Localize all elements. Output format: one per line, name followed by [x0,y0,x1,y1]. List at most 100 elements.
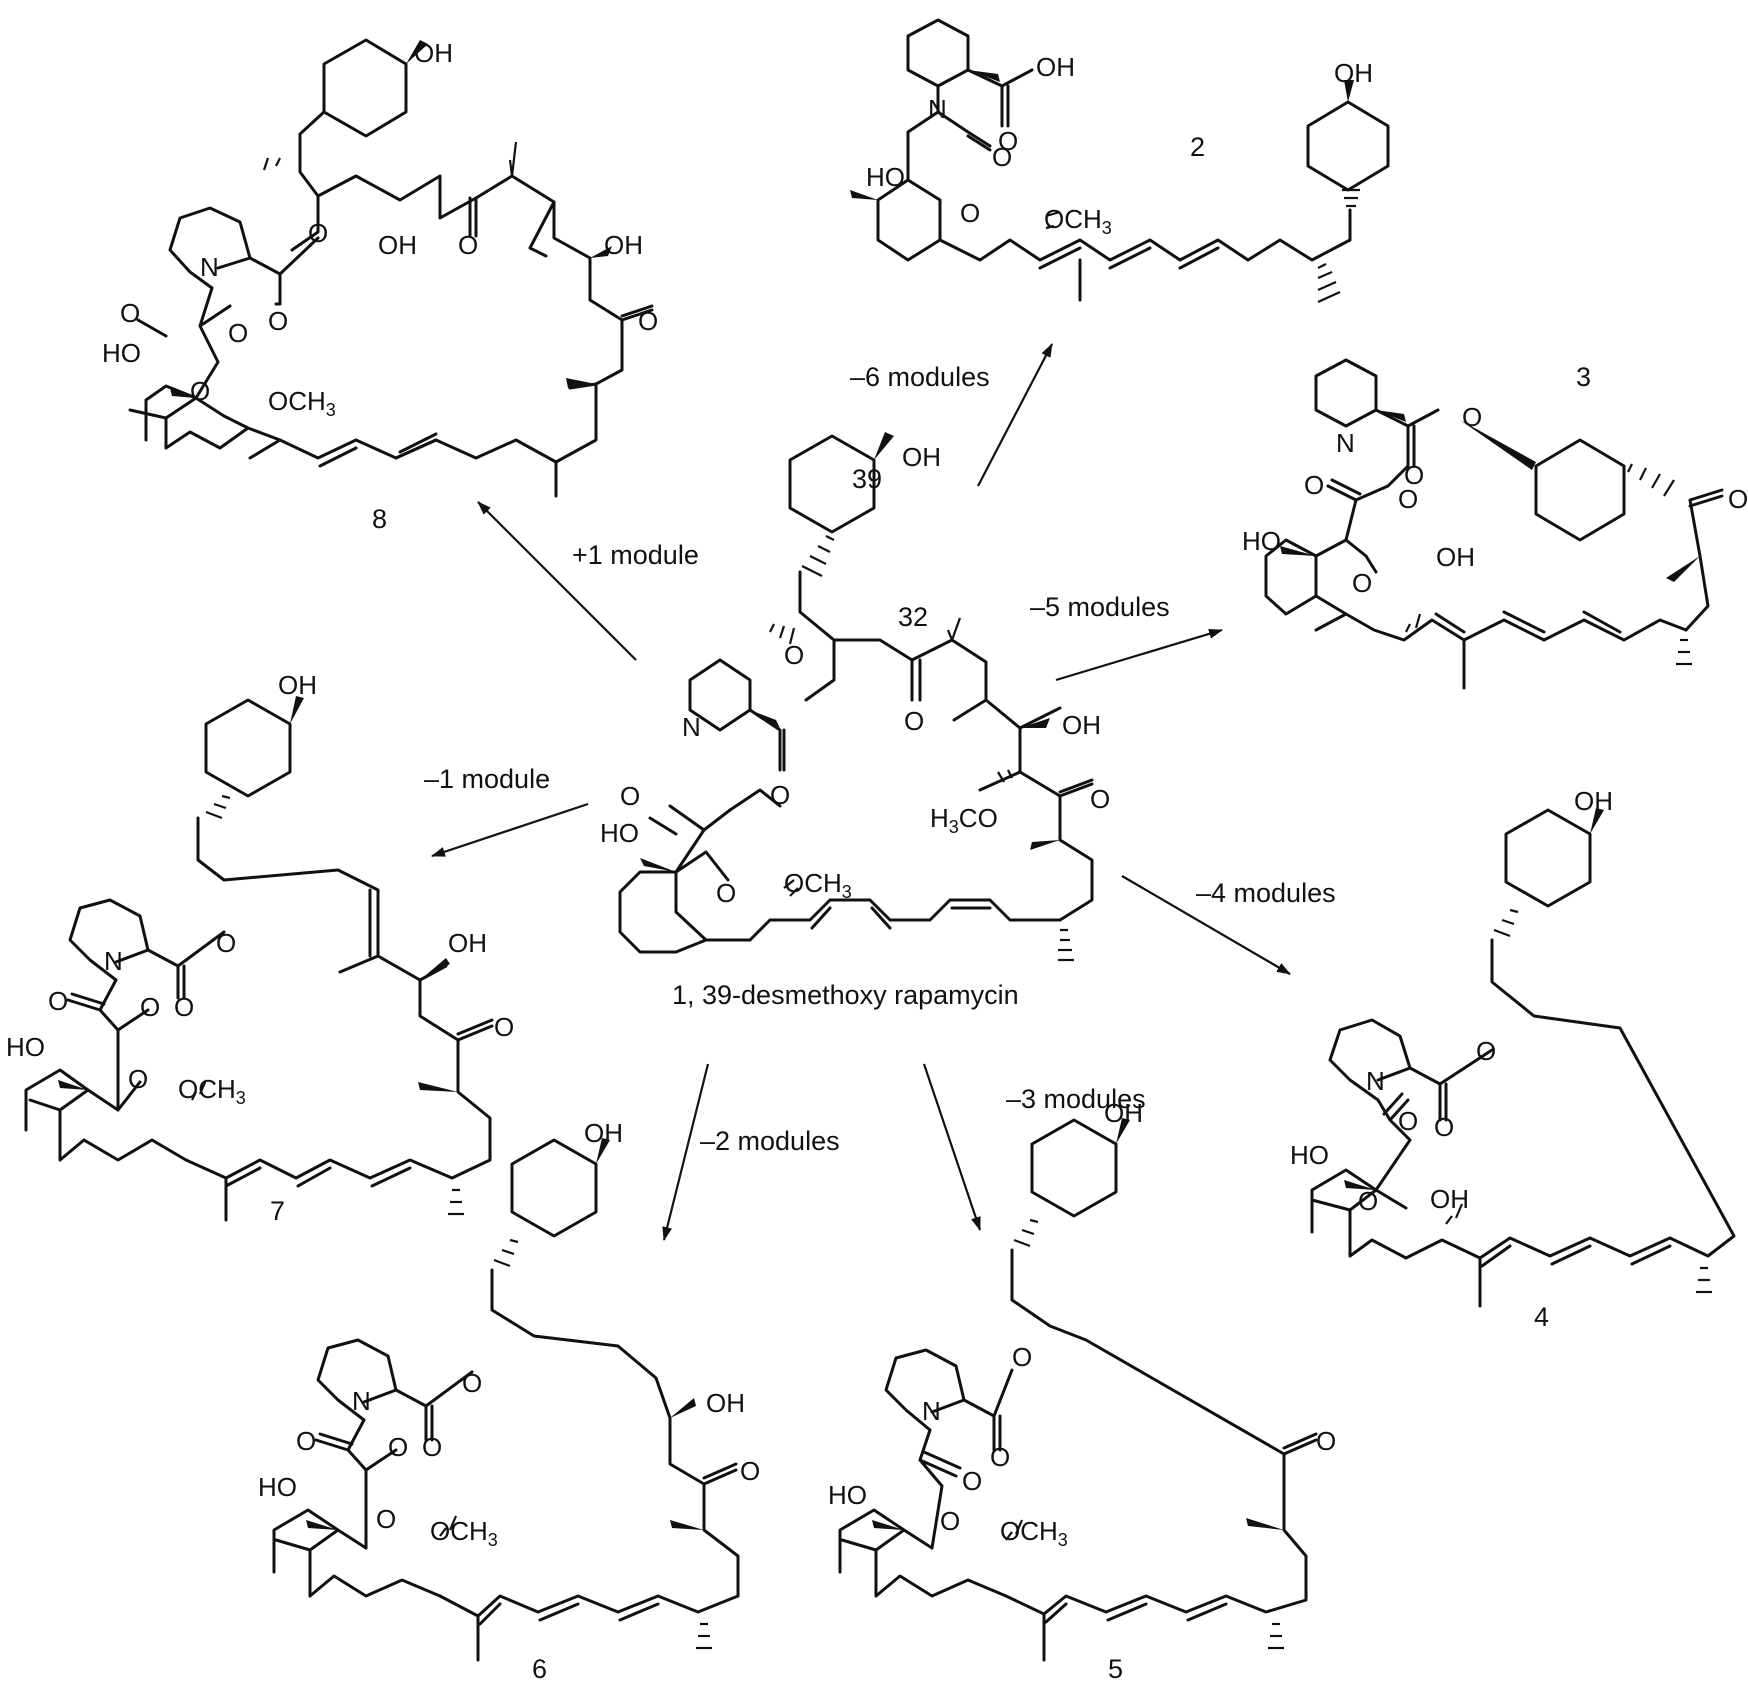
o-label: O [1404,460,1424,490]
oh-label: OH [706,1388,745,1418]
o-label: O [1434,1112,1454,1142]
o-label: O [308,218,328,248]
oh-label: OH [1574,786,1613,816]
o-label: O [992,142,1012,172]
n-label: N [1336,428,1355,458]
oh-label: OH [604,230,643,260]
compound-5-number: 5 [1108,1654,1123,1681]
o-label: O [998,126,1018,156]
compound-7-number: 7 [270,1196,285,1226]
oh-label: OH [1430,1184,1469,1214]
n-label: N [104,946,123,976]
o-label: O [716,878,736,908]
o-label: O [1398,484,1418,514]
o-label: O [140,992,160,1022]
compound-7-structure [24,696,494,1222]
o-label: O [174,992,194,1022]
oh-label: OH [1062,710,1101,740]
compound-8-labels: OH OH O OH O O O N O O HO O OCH3 8 [102,38,658,534]
compound-5-structure [838,1118,1318,1662]
o-label: O [494,1012,514,1042]
o-label: O [458,230,478,260]
reaction-arrows [431,343,1291,1241]
o-label: O [638,306,658,336]
o-label: O [1728,484,1748,514]
n-label: N [1366,1066,1385,1096]
oh-label: OH [902,442,941,472]
h3co-label: H3CO [930,803,998,837]
label-minus6: –6 modules [850,362,990,392]
arrow-minus4 [1121,875,1291,975]
arrow-labels: +1 module –6 modules –5 modules –1 modul… [424,362,1336,1156]
o-label: O [128,1064,148,1094]
arrow-plus1 [477,501,637,661]
arrow-minus1 [431,802,589,858]
ho-label: HO [102,338,141,368]
compound-2-structure [850,18,1390,304]
o-label: O [268,306,288,336]
o-label: O [1462,402,1482,432]
compound-3-number: 3 [1576,362,1591,392]
oh-label: OH [1334,58,1373,88]
o-label: O [120,298,140,328]
oh-label: OH [1036,52,1075,82]
ho-label: HO [258,1472,297,1502]
label-minus3: –3 modules [1006,1084,1146,1114]
compound-2-labels: OH O N O HO O OCH3 OH 2 [866,52,1373,238]
ho-label: HO [600,818,639,848]
ho-label: HO [828,1480,867,1510]
n-label: N [200,252,219,282]
oh-label: OH [584,1118,623,1148]
oh-label: OH [414,38,453,68]
compound-6-number: 6 [532,1654,547,1681]
o-label: O [462,1368,482,1398]
oh-label: OH [1104,1098,1143,1128]
o-label: O [376,1504,396,1534]
och3-label: OCH3 [784,868,852,902]
o-label: O [962,1466,982,1496]
n-label: N [352,1386,371,1416]
compound-3-structure [1264,358,1724,690]
label-minus2: –2 modules [700,1126,840,1156]
o-label: O [1352,568,1372,598]
och3-label: OCH3 [430,1516,498,1550]
compound-2-number: 2 [1190,132,1205,162]
oh-label: OH [448,928,487,958]
o-label: O [1090,784,1110,814]
o-label: O [216,928,236,958]
o-label: O [228,318,248,348]
arrow-minus2 [662,1063,710,1241]
och3-label: OCH3 [1044,204,1112,238]
compound-1-labels: OH 39 32 O OH O H3CO O O O N HO O OCH3 1… [600,442,1110,1010]
o-label: O [190,376,210,406]
n-label: N [682,712,701,742]
compound-1-name: 1, 39-desmethoxy rapamycin [672,980,1019,1010]
o-label: O [296,1426,316,1456]
o-label: O [1012,1342,1032,1372]
o-label: O [620,781,640,811]
label-minus5: –5 modules [1030,592,1170,622]
o-label: O [940,1506,960,1536]
compound-6-labels: OH OH O O O N O O HO O OCH3 6 [258,1118,760,1681]
o-label: O [1398,1106,1418,1136]
ho-label: HO [6,1032,45,1062]
arrow-minus6 [977,343,1053,487]
compound-4-structure [1310,808,1736,1308]
oh-label: OH [278,670,317,700]
compound-8-structure [128,38,654,498]
compound-1-structure [618,432,1094,962]
o-label: O [1358,1186,1378,1216]
o-label: O [770,780,790,810]
o-label: O [740,1456,760,1486]
label-plus1: +1 module [572,540,699,570]
o-label: O [48,986,68,1016]
o-label: O [1316,1426,1336,1456]
o-label: O [960,198,980,228]
arrow-minus3 [922,1063,982,1231]
n-label: N [922,1396,941,1426]
oh-label: OH [1436,542,1475,572]
o-label: O [388,1432,408,1462]
compound-4-number: 4 [1534,1302,1549,1332]
o-label: O [1304,470,1324,500]
